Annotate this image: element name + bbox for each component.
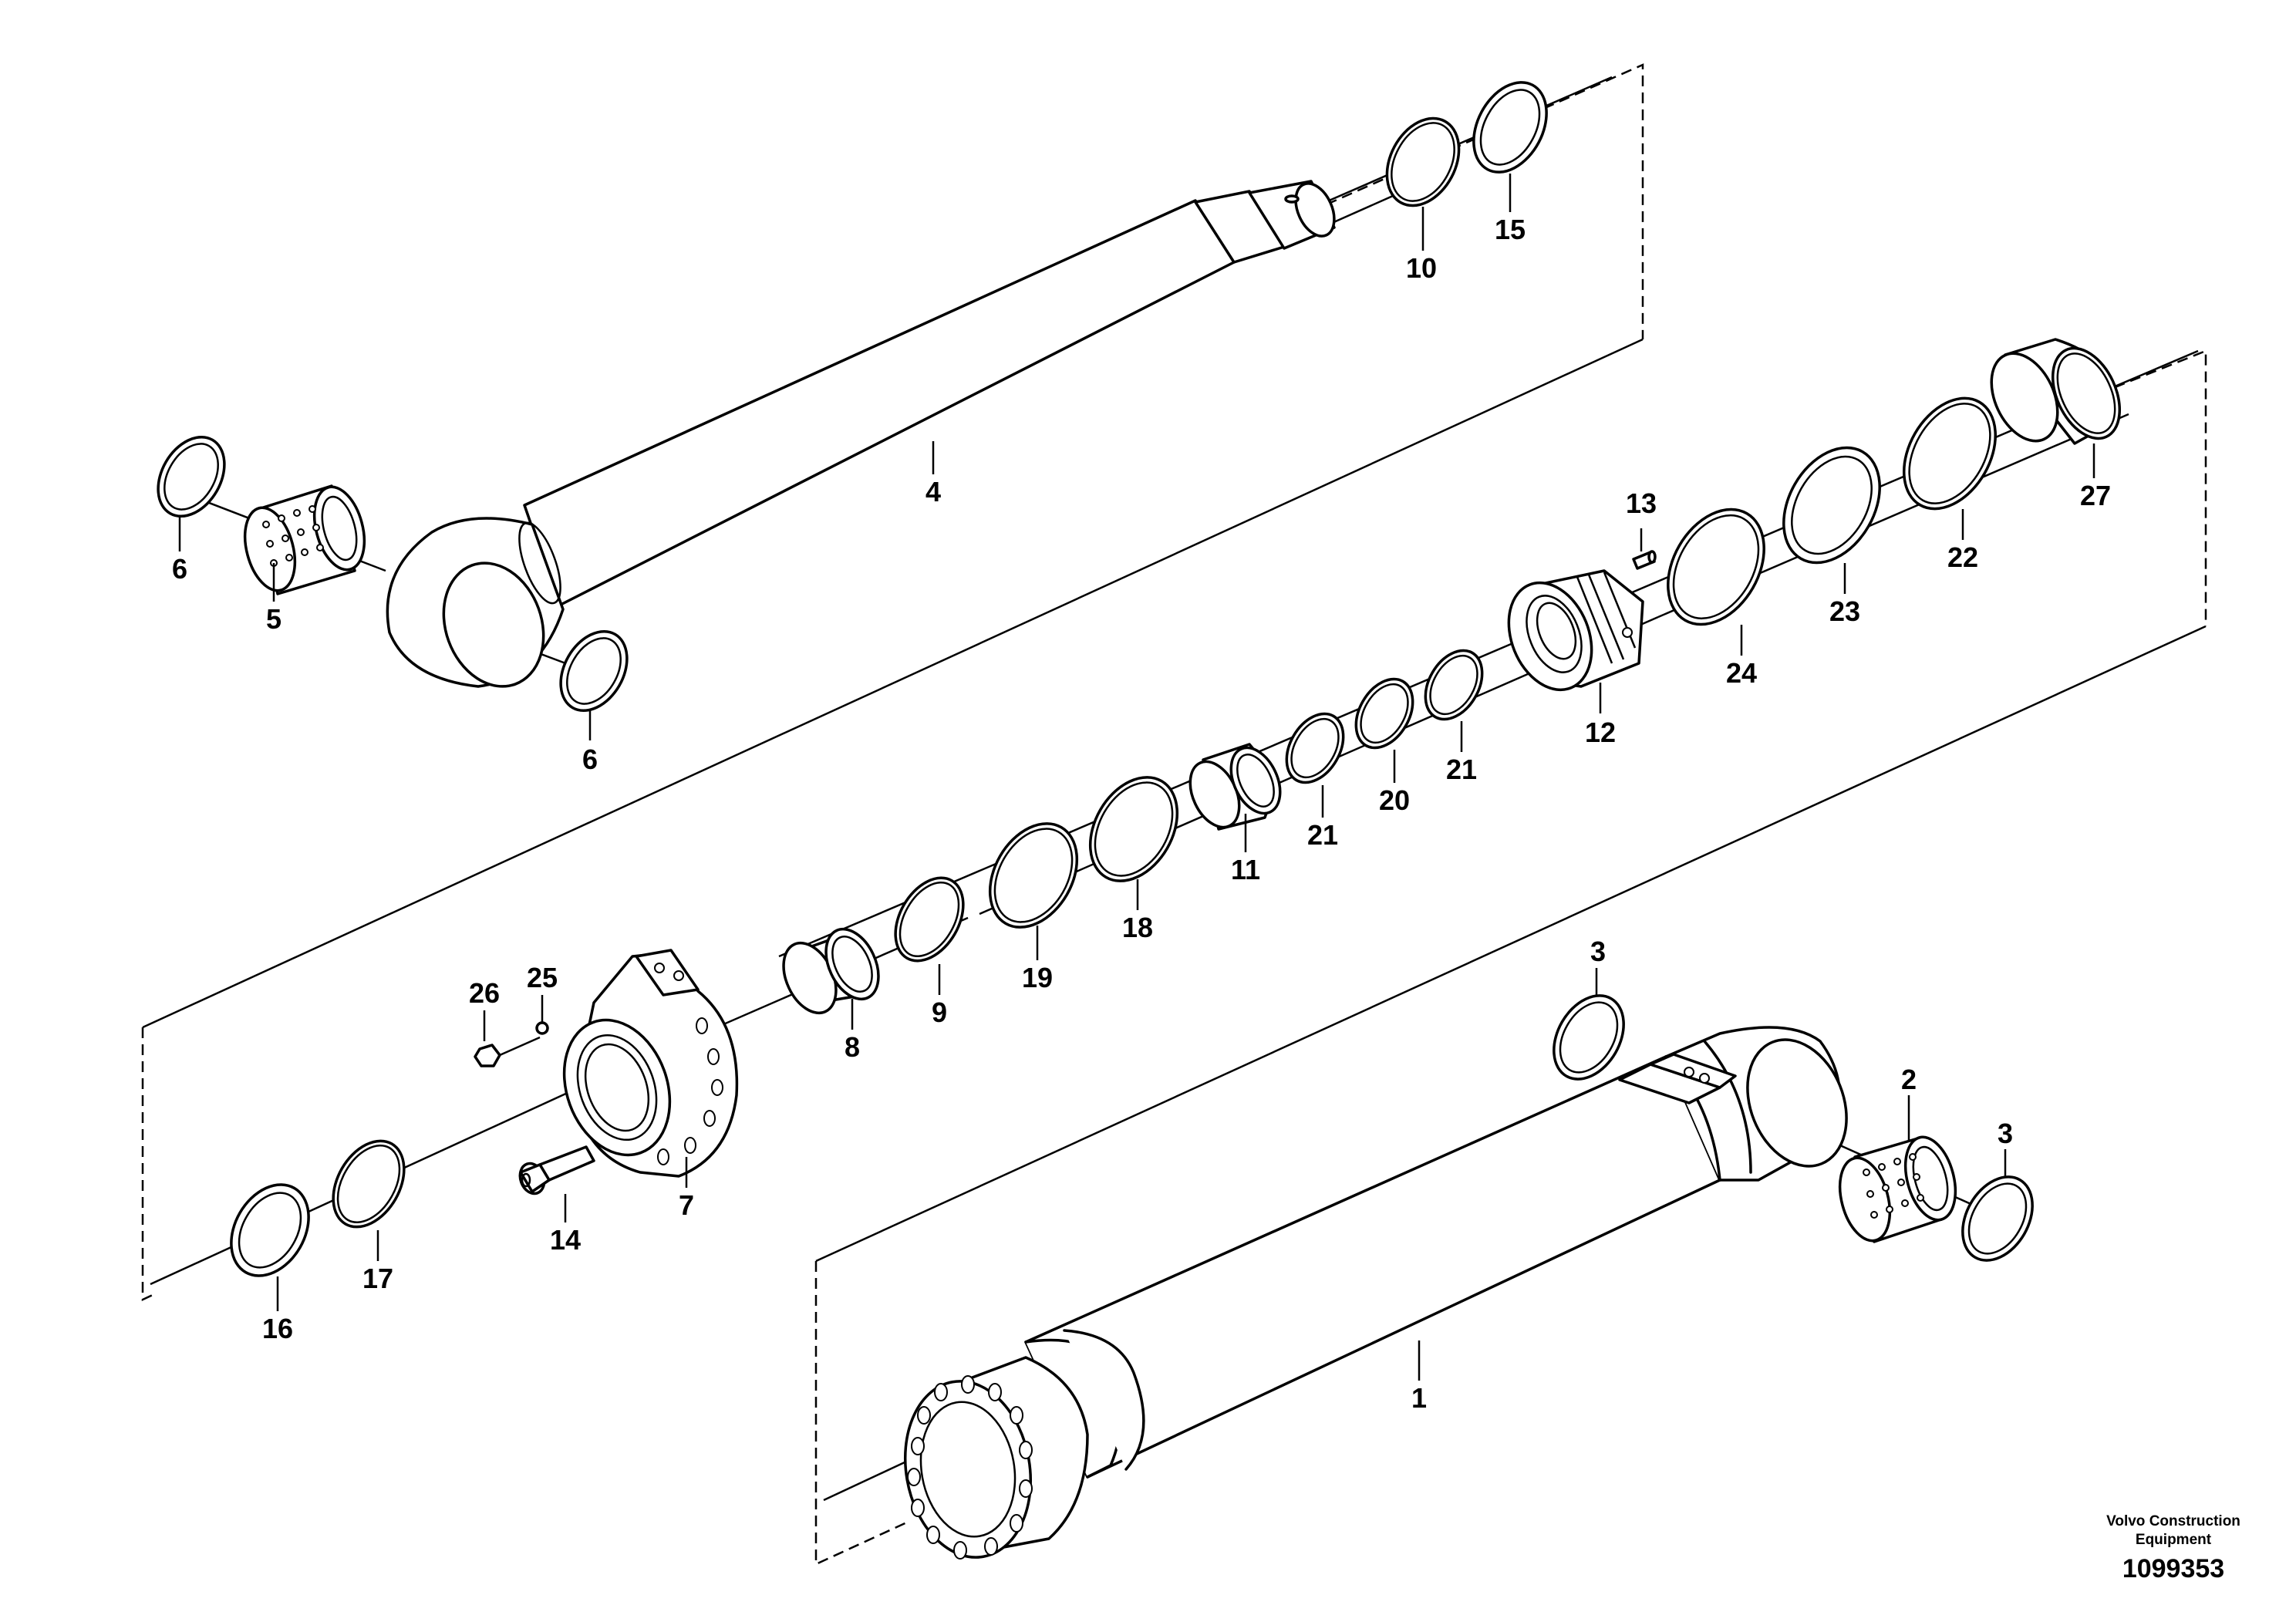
brand-line-1: Volvo Construction bbox=[2106, 1513, 2240, 1529]
callout-13: 13 bbox=[1626, 487, 1657, 519]
document-number: 1099353 bbox=[2122, 1554, 2224, 1583]
brand-block: Volvo Construction Equipment 1099353 bbox=[2106, 1513, 2240, 1583]
bolt-14 bbox=[518, 1145, 595, 1195]
cylinder-head bbox=[562, 949, 739, 1178]
callout-24: 24 bbox=[1726, 657, 1757, 689]
bushing-holes bbox=[1863, 1153, 1924, 1219]
callout-16: 16 bbox=[262, 1313, 293, 1344]
cylinder-bushing bbox=[1838, 1135, 1957, 1243]
end-cap-bolt-holes bbox=[907, 1375, 1033, 1560]
callout-1: 1 bbox=[1411, 1382, 1427, 1414]
snap-ring-9 bbox=[894, 876, 965, 963]
callout-6-right: 6 bbox=[582, 744, 598, 775]
bushing-holes bbox=[262, 505, 324, 567]
piston-rod bbox=[386, 180, 1336, 688]
callout-3-right: 3 bbox=[1998, 1118, 2013, 1149]
cushion-ring-11 bbox=[1188, 743, 1282, 831]
callout-20: 20 bbox=[1379, 784, 1410, 816]
grease-nipple-25 bbox=[535, 1021, 549, 1035]
pin-13 bbox=[1632, 550, 1657, 570]
seal-21-right bbox=[1424, 649, 1484, 721]
cylinder-tube-1 bbox=[903, 1026, 1848, 1560]
callout-27: 27 bbox=[2080, 480, 2111, 511]
piston-12 bbox=[1507, 569, 1644, 692]
callout-26: 26 bbox=[469, 977, 500, 1009]
ring-16 bbox=[230, 1183, 310, 1277]
callout-6-left: 6 bbox=[172, 553, 187, 585]
callout-19: 19 bbox=[1022, 962, 1053, 993]
guide-ring-8 bbox=[782, 927, 880, 1015]
callout-7: 7 bbox=[679, 1189, 694, 1221]
callout-23: 23 bbox=[1829, 595, 1860, 627]
callout-25: 25 bbox=[527, 962, 558, 993]
callout-18: 18 bbox=[1122, 912, 1153, 943]
seal-20 bbox=[1354, 677, 1414, 750]
brand-line-2: Equipment bbox=[2136, 1532, 2212, 1548]
ring-10 bbox=[1385, 116, 1461, 207]
callout-3-left: 3 bbox=[1590, 936, 1606, 967]
callout-5: 5 bbox=[266, 603, 282, 635]
callout-4: 4 bbox=[925, 476, 941, 508]
callout-leaders bbox=[178, 174, 2095, 1381]
callout-21-right: 21 bbox=[1446, 754, 1477, 785]
ring-15 bbox=[1472, 81, 1548, 174]
callout-14: 14 bbox=[550, 1224, 581, 1256]
callout-9: 9 bbox=[932, 996, 947, 1028]
rod-eye-seal-left bbox=[157, 435, 226, 518]
callout-15: 15 bbox=[1495, 214, 1526, 245]
callout-2: 2 bbox=[1901, 1064, 1917, 1095]
cylinder-end-seal-right bbox=[1961, 1175, 2034, 1262]
rod-bushing bbox=[243, 484, 366, 595]
callout-labels: 1 2 3 3 4 5 6 6 7 8 9 10 11 12 13 14 15 … bbox=[172, 214, 2111, 1414]
seal-21-left bbox=[1285, 712, 1345, 784]
seal-22 bbox=[1903, 396, 1997, 511]
callout-17: 17 bbox=[362, 1263, 393, 1294]
seal-23 bbox=[1782, 446, 1881, 565]
callout-10: 10 bbox=[1406, 252, 1437, 284]
callout-8: 8 bbox=[845, 1031, 860, 1063]
callout-11: 11 bbox=[1231, 854, 1260, 885]
ring-17 bbox=[332, 1139, 406, 1229]
callout-21-left: 21 bbox=[1307, 819, 1338, 851]
callout-22: 22 bbox=[1947, 541, 1978, 573]
cylinder-end-seal-left bbox=[1553, 994, 1625, 1081]
seal-18 bbox=[1088, 776, 1179, 882]
plug-26 bbox=[474, 1036, 541, 1067]
callout-12: 12 bbox=[1585, 717, 1616, 748]
head-bolt-holes bbox=[657, 1017, 723, 1165]
seal-19 bbox=[988, 822, 1079, 929]
wear-ring-27 bbox=[1990, 338, 2122, 445]
seal-24 bbox=[1667, 508, 1765, 626]
rod-eye-seal-right bbox=[559, 629, 629, 713]
